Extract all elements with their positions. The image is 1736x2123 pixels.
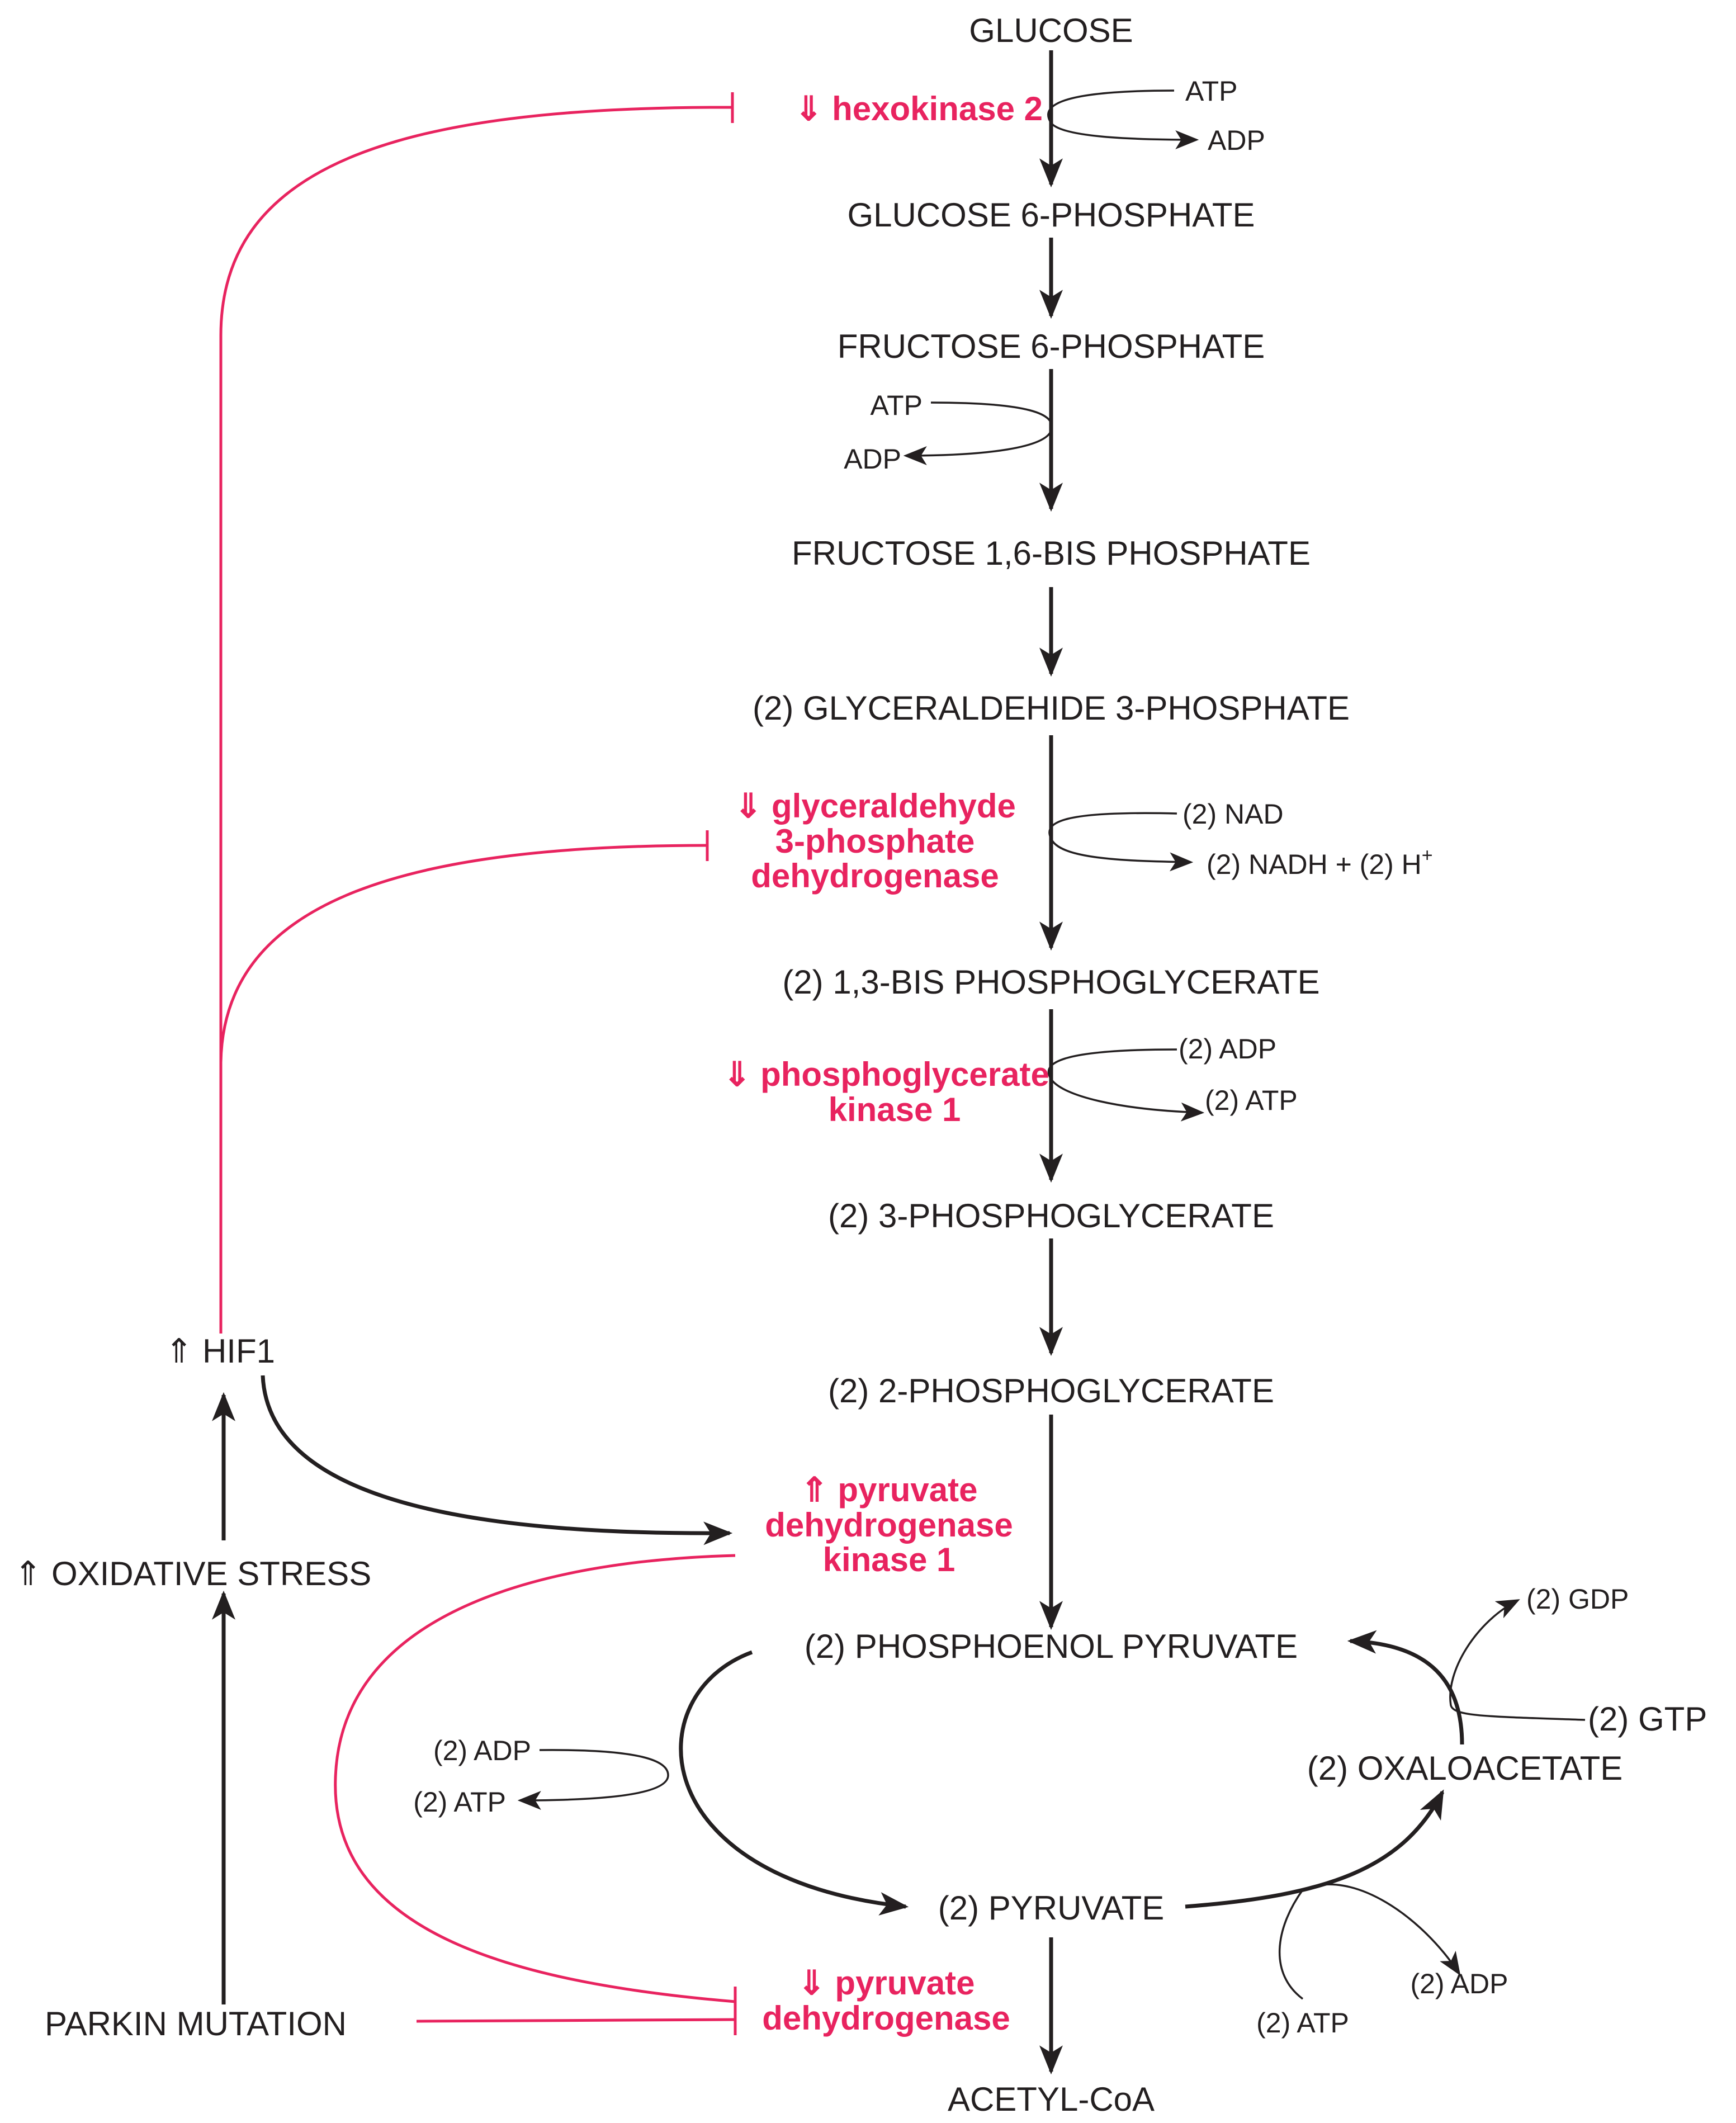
regulator-arrows (212, 1375, 733, 2004)
nadh-label: (2) NADH + (2) H+ (1207, 845, 1433, 880)
gapdh-label-line3: dehydrogenase (751, 857, 999, 895)
atp-label: (2) ATP (1205, 1085, 1298, 1116)
fructose-bisphosphate-label: FRUCTOSE 1,6-BIS PHOSPHATE (792, 535, 1311, 572)
atp-label: ATP (870, 390, 923, 421)
gapdh-label-line2: 3-phosphate (775, 822, 975, 860)
nad-label: (2) NAD (1182, 798, 1284, 830)
main-pathway-arrows (679, 50, 1464, 2075)
bisphosphoglycerate-label: (2) 1,3-BIS PHOSPHOGLYCERATE (782, 963, 1319, 1001)
nadh-text: (2) NADH + (2) H (1207, 849, 1422, 880)
gapdh-label-line1: ⇓ glyceraldehyde (734, 787, 1016, 825)
gdp-label: (2) GDP (1526, 1583, 1629, 1615)
pgk1-label-line1: ⇓ phosphoglycerate (723, 1056, 1049, 1093)
enzyme-labels: ⇓ hexokinase 2 ⇓ glyceraldehyde 3-phosph… (723, 90, 1049, 2037)
pdk1-label-line3: kinase 1 (823, 1541, 955, 1578)
hexokinase-2-label: ⇓ hexokinase 2 (794, 90, 1043, 127)
proton-charge: + (1422, 845, 1433, 866)
adp-label: ADP (1208, 125, 1265, 156)
adp-label: (2) ADP (1410, 1968, 1508, 1999)
glyceraldehyde-3-phosphate-label: (2) GLYCERALDEHIDE 3-PHOSPHATE (753, 689, 1350, 727)
oxaloacetate-label: (2) OXALOACETATE (1307, 1750, 1623, 1787)
atp-label: ATP (1185, 75, 1238, 107)
pdh-label-line1: ⇓ pyruvate (797, 1964, 975, 2002)
adp-label: ADP (844, 443, 901, 475)
atp-label: (2) ATP (413, 1786, 506, 1818)
gtp-label: (2) GTP (1588, 1700, 1707, 1738)
hif1-label: ⇑ HIF1 (165, 1332, 275, 1370)
acetyl-coa-label: ACETYL-CoA (948, 2081, 1155, 2118)
oxidative-stress-label: ⇑ OXIDATIVE STRESS (14, 1555, 371, 1592)
2-phosphoglycerate-label: (2) 2-PHOSPHOGLYCERATE (828, 1372, 1274, 1410)
cofactor-labels: ATP ADP ATP ADP (2) NAD (2) NADH + (2) H… (413, 75, 1707, 2039)
regulator-labels: ⇑ HIF1 ⇑ OXIDATIVE STRESS PARKIN MUTATIO… (14, 1332, 371, 2042)
phosphoenol-pyruvate-label: (2) PHOSPHOENOL PYRUVATE (805, 1628, 1298, 1665)
pgk1-label-line2: kinase 1 (829, 1091, 961, 1128)
fructose-6-phosphate-label: FRUCTOSE 6-PHOSPHATE (838, 328, 1265, 365)
pyruvate-label: (2) PYRUVATE (938, 1889, 1165, 1927)
cofactor-arrows (517, 89, 1586, 2000)
adp-label: (2) ADP (1179, 1033, 1276, 1065)
pdk1-label-line2: dehydrogenase (765, 1506, 1013, 1544)
glucose-label: GLUCOSE (969, 12, 1133, 49)
3-phosphoglycerate-label: (2) 3-PHOSPHOGLYCERATE (828, 1197, 1274, 1235)
metabolite-labels: GLUCOSE GLUCOSE 6-PHOSPHATE FRUCTOSE 6-P… (753, 12, 1623, 2118)
parkin-mutation-label: PARKIN MUTATION (45, 2005, 347, 2042)
pdh-label-line2: dehydrogenase (762, 1999, 1010, 2037)
glucose-6-phosphate-label: GLUCOSE 6-PHOSPHATE (847, 196, 1255, 234)
atp-label: (2) ATP (1256, 2007, 1349, 2039)
pdk1-label-line1: ⇑ pyruvate (800, 1471, 977, 1509)
adp-label: (2) ADP (433, 1735, 531, 1766)
inhibition-lines (219, 92, 737, 2035)
